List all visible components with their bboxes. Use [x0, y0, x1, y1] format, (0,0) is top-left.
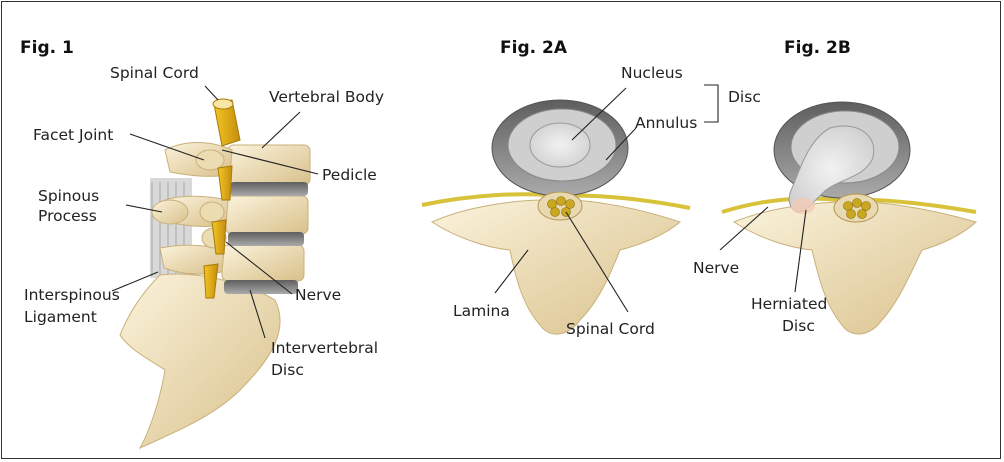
fig2b-label-nerve: Nerve	[693, 259, 739, 277]
fig2a-label-spinal-cord: Spinal Cord	[566, 320, 655, 338]
fig2a-label-nucleus: Nucleus	[621, 64, 683, 82]
fig1-label-facet-joint: Facet Joint	[33, 126, 113, 144]
fig1-label-interspinous-line1: Interspinous	[24, 286, 120, 304]
fig2a-title: Fig. 2A	[500, 38, 568, 58]
fig1-label-nerve: Nerve	[295, 286, 341, 304]
fig1-label-interspinous-line2: Ligament	[24, 308, 97, 326]
fig2a-label-disc: Disc	[728, 88, 761, 106]
fig1-label-intervertebral-line1: Intervertebral	[271, 339, 378, 357]
fig1-label-spinal-cord: Spinal Cord	[110, 64, 199, 82]
fig1-label-spinous-line2: Process	[38, 207, 97, 225]
lumbar-spine-side-view	[120, 99, 310, 448]
fig2b-title: Fig. 2B	[784, 38, 851, 58]
fig2a-label-annulus: Annulus	[635, 114, 697, 132]
fig2b-label-herniated-line2: Disc	[782, 317, 815, 335]
fig1-title: Fig. 1	[20, 38, 74, 58]
fig1-label-intervertebral-line2: Disc	[271, 361, 304, 379]
axial-vertebra-normal	[422, 100, 690, 334]
fig1-label-pedicle: Pedicle	[322, 166, 377, 184]
fig2b-label-herniated-line1: Herniated	[751, 295, 827, 313]
fig2a-label-lamina: Lamina	[453, 302, 510, 320]
fig1-label-spinous-line1: Spinous	[38, 187, 99, 205]
fig1-label-vertebral-body: Vertebral Body	[269, 88, 384, 106]
